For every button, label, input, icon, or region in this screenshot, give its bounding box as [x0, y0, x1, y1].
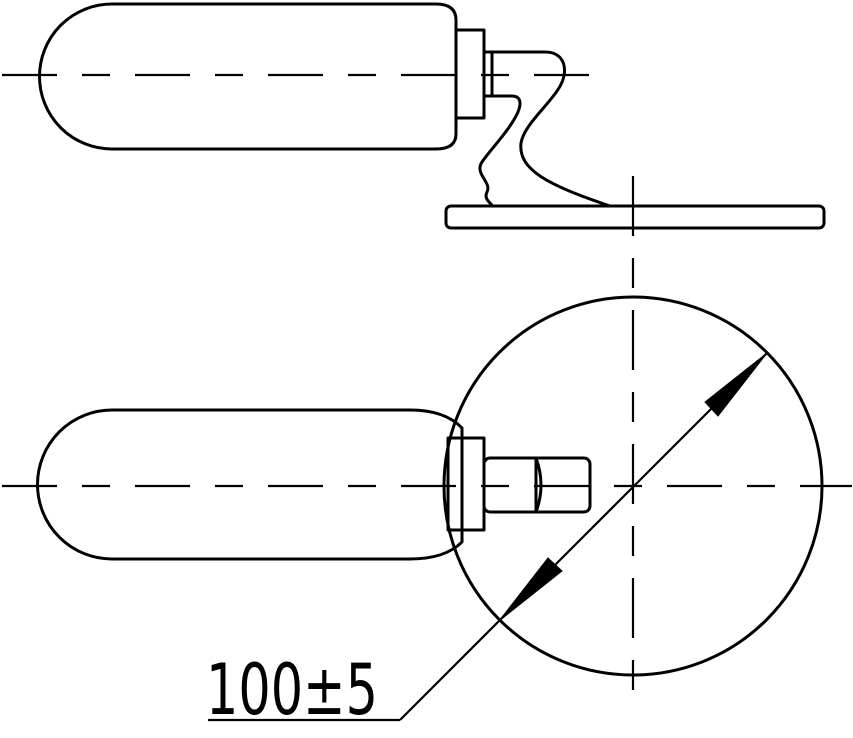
dimension-line	[399, 352, 768, 721]
upper-wire-bracket-inner	[478, 94, 522, 208]
upper-assembly	[2, 2, 826, 230]
mounting-plate	[444, 204, 826, 230]
lower-assembly	[2, 176, 852, 707]
dimension-arrow-upper	[704, 352, 768, 417]
upper-wire-bracket	[490, 50, 612, 208]
lower-capsule-body	[36, 408, 464, 561]
dimension-arrow-lower	[498, 557, 563, 622]
upper-capsule-body	[38, 2, 458, 151]
dimension-label: 100±5	[206, 649, 378, 731]
lower-collar	[446, 436, 486, 532]
diameter-dimension: 100±5	[206, 352, 768, 731]
upper-collar	[454, 28, 486, 120]
